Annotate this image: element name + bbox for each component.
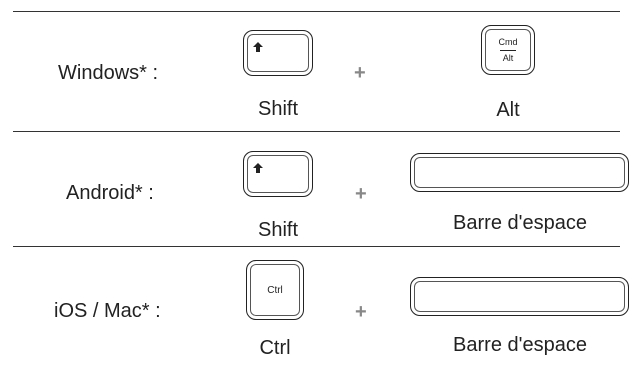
- spacebar-key-label: Barre d'espace: [453, 334, 587, 356]
- spacebar-key: [410, 153, 629, 192]
- os-label: Windows* :: [58, 62, 159, 84]
- spacebar-key: [410, 277, 629, 316]
- os-label: iOS / Mac* :: [54, 300, 161, 322]
- cmd-key-caption: Cmd: [498, 36, 518, 47]
- shift-arrow-icon: [253, 42, 263, 52]
- row-divider-1: [13, 131, 620, 132]
- ctrl-key-caption: Ctrl: [267, 284, 283, 296]
- row-divider-top: [13, 11, 620, 12]
- plus-sign: +: [354, 62, 366, 84]
- os-label: Android* :: [66, 182, 154, 204]
- shift-key: [243, 30, 313, 76]
- ctrl-key-label: Ctrl: [259, 337, 291, 359]
- cmd-alt-key: Cmd Alt: [481, 25, 535, 75]
- plus-sign: +: [355, 183, 367, 205]
- shift-key: [243, 151, 313, 197]
- alt-key-caption: Alt: [502, 52, 514, 63]
- shift-arrow-icon: [253, 163, 263, 173]
- key-caption-divider: [500, 49, 516, 51]
- ctrl-key: Ctrl: [246, 260, 304, 320]
- alt-key-label: Alt: [496, 99, 520, 121]
- row-divider-2: [13, 246, 620, 247]
- plus-sign: +: [355, 301, 367, 323]
- spacebar-key-label: Barre d'espace: [453, 212, 587, 234]
- shift-key-label: Shift: [257, 219, 299, 241]
- shift-key-label: Shift: [257, 98, 299, 120]
